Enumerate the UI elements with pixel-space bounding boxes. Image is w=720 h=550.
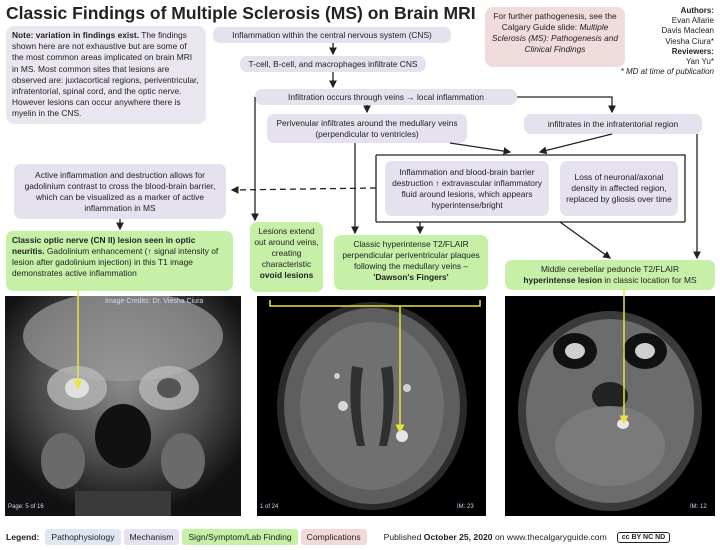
node-bbb-destruction: Inflammation and blood-brain barrier des…: [385, 161, 549, 216]
node-cns-inflammation: Inflammation within the central nervous …: [213, 27, 451, 43]
mid-corner-label-right: IM: 23: [457, 504, 474, 510]
mcp-text: Middle cerebellar peduncle T2/FLAIR: [540, 264, 680, 274]
mri-cerebellar: IM: 12: [505, 296, 715, 516]
arrow-to-gadolinium: [230, 186, 377, 194]
author-3: Viesha Ciura*: [665, 36, 714, 46]
finding-optic-neuritis: Classic optic nerve (CN II) lesion seen …: [6, 231, 233, 291]
right-corner-label: IM: 12: [690, 504, 707, 510]
dawson-text: Classic hyperintense T2/FLAIR perpendicu…: [342, 239, 480, 271]
arrow-n4-bracket: [449, 142, 512, 155]
authors-block: Authors: Evan Allarie Davis Maclean Vies…: [586, 6, 714, 77]
note-box: Note: variation in findings exist. The f…: [6, 26, 206, 124]
node-vein-infiltration: Infiltration occurs through veins → loca…: [255, 89, 517, 105]
node-cell-infiltration: T-cell, B-cell, and macrophages infiltra…: [240, 56, 426, 72]
mid-corner-label: 1 of 24: [260, 504, 279, 510]
image-credit: Image Credits: Dr. Viesha Ciura: [105, 298, 204, 305]
mcp-text2: in classic location for MS: [602, 275, 697, 285]
published-suffix: on www.thecalgaryguide.com: [494, 532, 607, 542]
arrow-bracket-mcp: [559, 221, 612, 259]
published-date: October 25, 2020: [423, 532, 493, 542]
mri-cerebellar-drawing: [518, 311, 702, 511]
legend-sign: Sign/Symptom/Lab Finding: [182, 529, 298, 545]
note-text: The findings shown here are not exhausti…: [12, 30, 199, 119]
reviewer-1: Yan Yu*: [685, 57, 714, 67]
note-bold: Note: variation in findings exist.: [12, 30, 140, 40]
reviewers-label: Reviewers:: [671, 46, 714, 56]
optic-text: Gadolinium enhancement (↑ signal intensi…: [12, 246, 219, 278]
lesion-bracket: [375, 154, 686, 223]
author-1: Evan Allarie: [671, 16, 714, 26]
md-footnote: * MD at time of publication: [620, 67, 714, 77]
left-corner-label: Page: 5 of 16: [8, 504, 44, 510]
legend-complications: Complications: [300, 529, 367, 545]
node-gliosis: Loss of neuronal/axonal density in affec…: [560, 161, 678, 216]
arrow-n5-bracket: [538, 133, 613, 155]
callout-italic: Multiple Sclerosis (MS): Pathogenesis an…: [491, 22, 619, 54]
mri-optic-drawing: [5, 296, 241, 516]
author-2: Davis Maclean: [661, 26, 714, 36]
pathogenesis-callout: For further pathogenesis, see the Calgar…: [485, 7, 625, 67]
license-badge: cc BY NC ND: [616, 531, 671, 543]
node-infratentorial: infiltrates in the infratentorial region: [524, 114, 702, 134]
legend-bar: Legend: Pathophysiology Mechanism Sign/S…: [0, 524, 720, 550]
legend-label: Legend:: [6, 532, 40, 542]
callout-text: For further pathogenesis, see the Calgar…: [493, 11, 617, 32]
legend-mechanism: Mechanism: [123, 529, 180, 545]
finding-ovoid-lesions: Lesions extend out around veins, creatin…: [250, 222, 323, 292]
page-title: Classic Findings of Multiple Sclerosis (…: [6, 3, 476, 23]
highlight-bracket-ovoid: [269, 300, 481, 307]
mri-optic-coronal: Image Credits: Dr. Viesha Ciura Page: 5 …: [5, 296, 241, 516]
ovoid-bold: ovoid lesions: [259, 270, 314, 280]
node-gadolinium: Active inflammation and destruction allo…: [14, 164, 226, 219]
optic-bold: Classic optic nerve (CN II) lesion seen …: [12, 235, 196, 256]
published-prefix: Published: [383, 532, 422, 542]
dawson-bold: 'Dawson's Fingers': [373, 272, 449, 282]
arrow-n3-n5: [517, 96, 616, 114]
authors-label: Authors:: [680, 6, 714, 15]
mcp-bold: hyperintense lesion: [523, 275, 603, 285]
legend-pathophysiology: Pathophysiology: [45, 529, 121, 545]
ovoid-text: Lesions extend out around veins, creatin…: [254, 226, 319, 269]
finding-dawsons-fingers: Classic hyperintense T2/FLAIR perpendicu…: [334, 235, 488, 290]
mri-axial-drawing: [277, 302, 467, 510]
mri-axial-flair: 1 of 24 IM: 23: [257, 296, 486, 516]
node-perivenular: Perivenular infiltrates around the medul…: [267, 114, 467, 143]
